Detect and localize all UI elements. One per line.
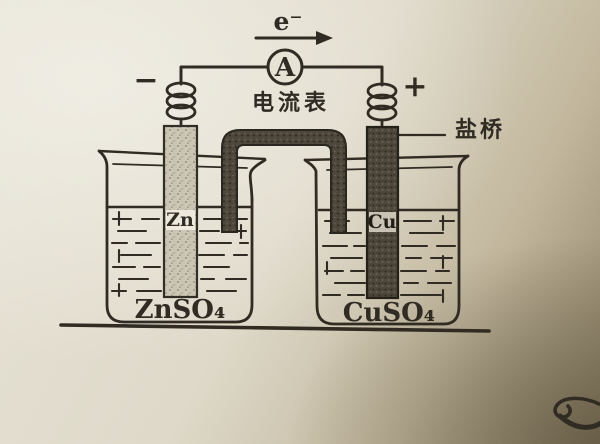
- ammeter-label: 电流表: [252, 90, 330, 116]
- electron-flow-label: e⁻: [273, 7, 302, 36]
- electron-arrowhead: [316, 31, 333, 45]
- zinc-solution-label: ZnSO₄: [135, 295, 226, 325]
- right-wire: [300, 65, 384, 87]
- left-coil: [165, 81, 197, 129]
- salt-bridge-tube: [221, 129, 347, 234]
- copper-electrode-label: Cu: [368, 211, 397, 233]
- positive-terminal-label: +: [402, 69, 427, 104]
- copper-electrode-label-box: [369, 212, 396, 232]
- table-line: [59, 323, 491, 333]
- zinc-electrode-label-box: [166, 210, 195, 230]
- ammeter-symbol: A: [274, 53, 296, 83]
- zinc-electrode-label: Zn: [166, 209, 194, 231]
- diagram-labels: e⁻ A 电流表 − + 盐桥 Zn Cu ZnSO₄ CuSO₄: [133, 7, 505, 328]
- copper-solution-label: CuSO₄: [343, 298, 435, 328]
- ammeter-circle: [266, 48, 304, 86]
- right-coil: [366, 82, 398, 130]
- left-beaker-spout: [248, 158, 267, 203]
- salt-bridge-label: 盐桥: [455, 117, 505, 143]
- negative-terminal-label: −: [133, 63, 158, 98]
- left-wire: [179, 65, 270, 86]
- corner-flourish-mark: [553, 396, 600, 430]
